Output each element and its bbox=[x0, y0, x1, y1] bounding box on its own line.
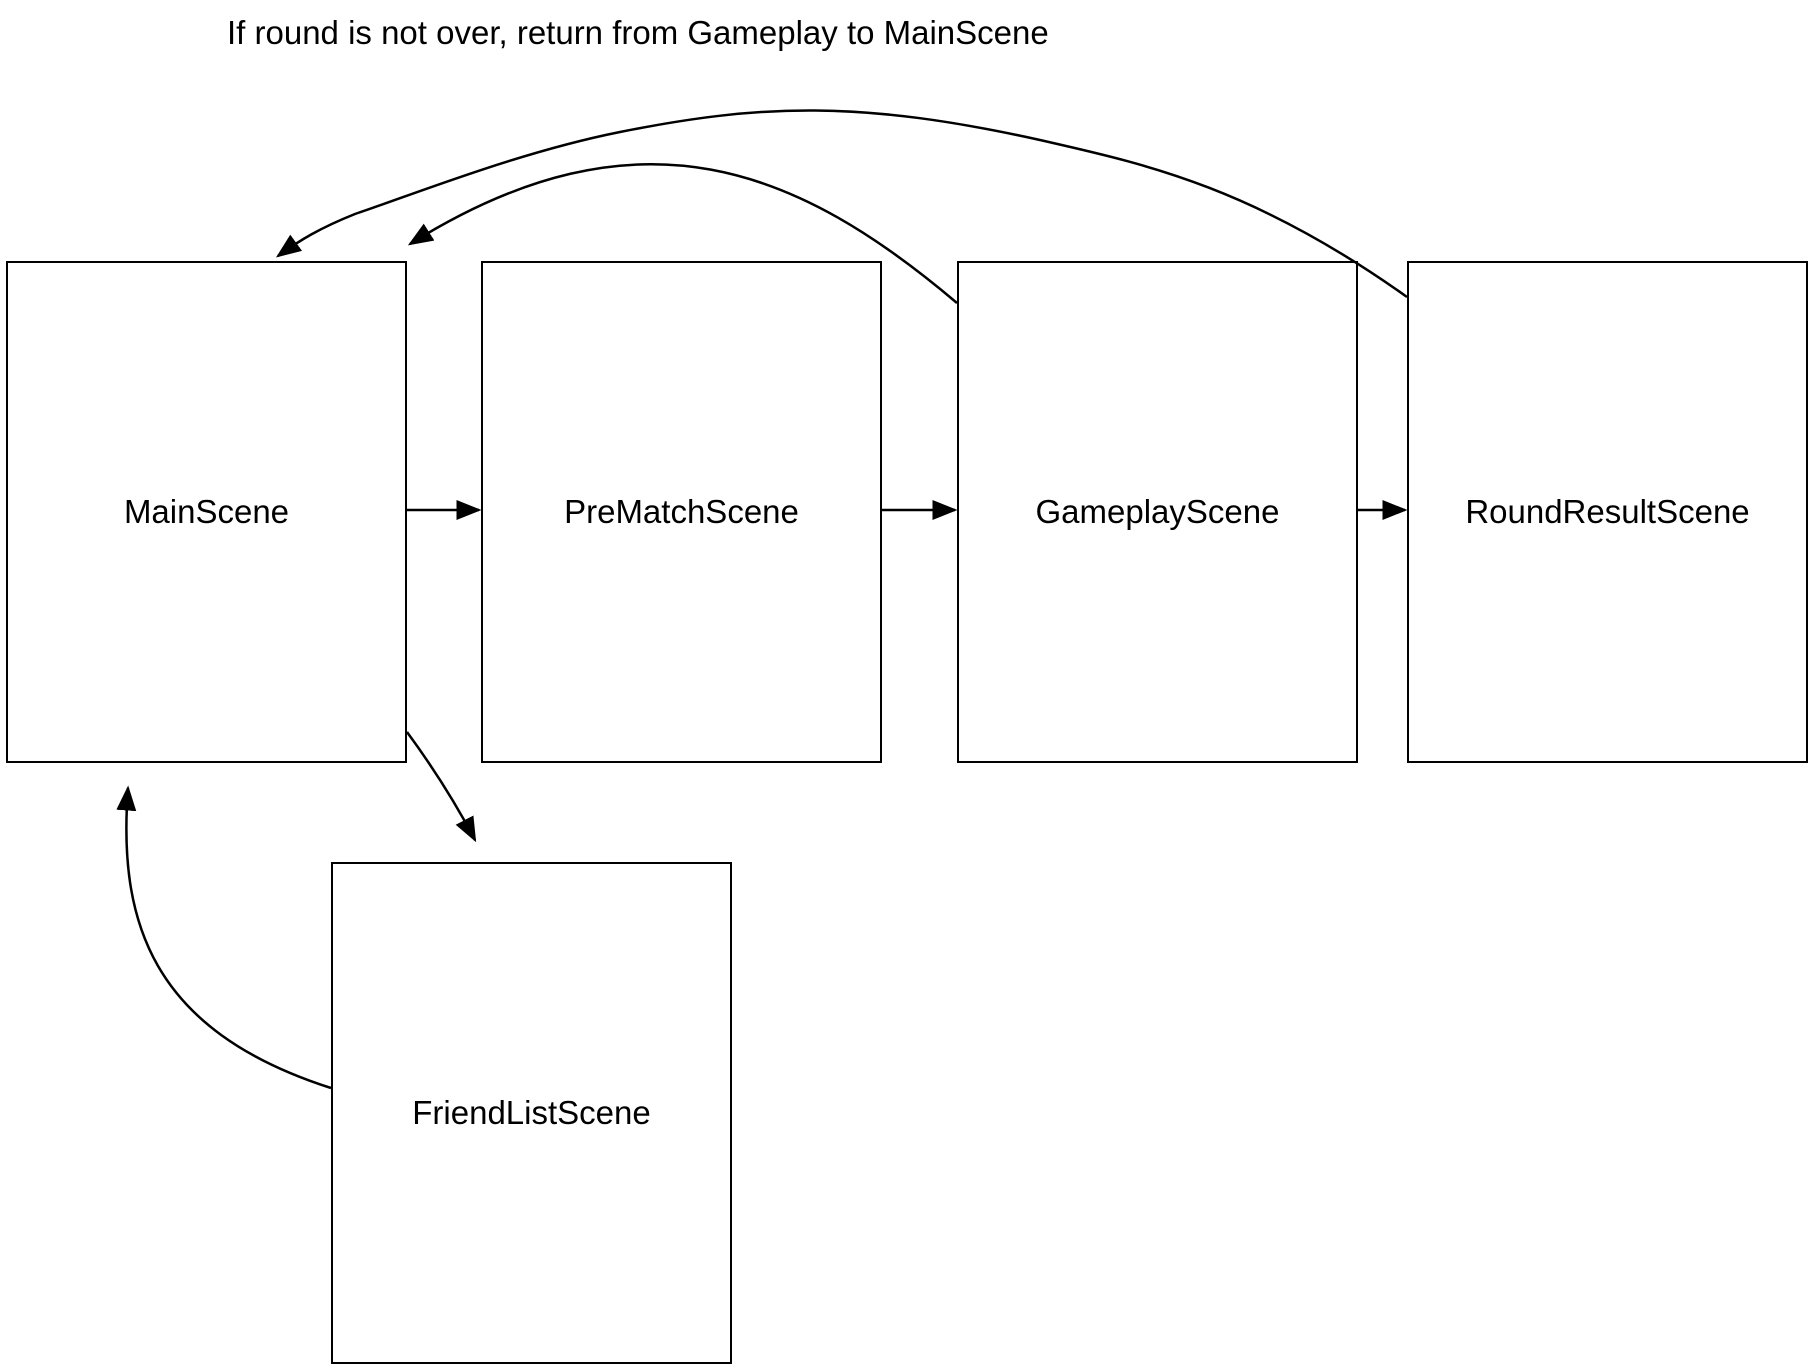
edge-main-to-friendlist bbox=[405, 731, 477, 843]
diagram-annotation: If round is not over, return from Gamepl… bbox=[227, 14, 1049, 51]
node-label: GameplayScene bbox=[1035, 493, 1280, 530]
node-label: FriendListScene bbox=[412, 1094, 651, 1131]
node-friend-list-scene: FriendListScene bbox=[331, 862, 732, 1364]
node-prematch-scene: PreMatchScene bbox=[481, 261, 882, 763]
node-main-scene: MainScene bbox=[6, 261, 407, 763]
edge-roundresult-to-main bbox=[275, 109, 1408, 299]
edge-gameplay-to-main bbox=[407, 162, 958, 304]
node-gameplay-scene: GameplayScene bbox=[957, 261, 1358, 763]
node-label: PreMatchScene bbox=[564, 493, 799, 530]
edge-friendlist-to-main bbox=[116, 785, 332, 1090]
node-label: MainScene bbox=[123, 493, 290, 530]
node-label: RoundResultScene bbox=[1465, 493, 1750, 530]
node-round-result-scene: RoundResultScene bbox=[1407, 261, 1808, 763]
